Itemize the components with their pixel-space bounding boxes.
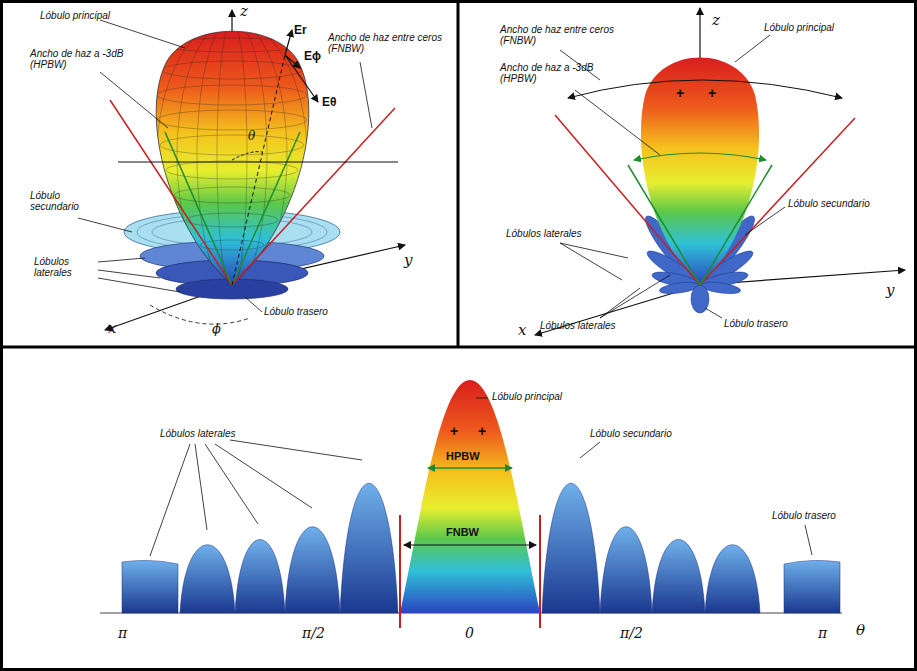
plus-sign: +: [478, 424, 486, 439]
lobe-label: Lóbulo principal: [764, 22, 834, 33]
axis-label: z: [240, 3, 248, 20]
axis-label: y: [404, 252, 412, 269]
beamwidth-label: Ancho de haz entre ceros (FNBW): [500, 24, 620, 46]
lobe-label: Lóbulos laterales: [540, 320, 616, 331]
lobe-label: Lóbulos laterales: [506, 228, 582, 239]
plus-sign: +: [450, 424, 458, 439]
lobe-label: Lóbulo principal: [492, 391, 562, 402]
lobe-label: Lóbulo secundario: [788, 198, 870, 209]
field-label: Eϕ: [304, 50, 321, 63]
tick-label: π/2: [302, 626, 325, 641]
tick-label: π: [818, 626, 827, 641]
field-label: Eθ: [322, 96, 337, 109]
axis-label: y: [886, 282, 894, 299]
plus-sign: +: [676, 86, 684, 101]
axis-label: θ: [856, 622, 865, 639]
angle-label: θ: [248, 130, 255, 143]
beamwidth-label: FNBW: [446, 526, 479, 538]
lobe-label: Lóbulo trasero: [772, 510, 836, 521]
tick-label: π: [118, 626, 127, 641]
beamwidth-label: Ancho de haz a -3dB (HPBW): [30, 48, 130, 70]
beamwidth-label: HPBW: [446, 450, 480, 462]
angle-label: ϕ: [212, 322, 221, 336]
field-label: Er: [294, 24, 307, 37]
lobe-label: Lóbulos laterales: [160, 428, 236, 439]
axis-label: x: [518, 322, 526, 339]
tick-label: 0: [465, 626, 474, 641]
lobe-label: Lóbulos laterales: [34, 256, 96, 278]
beamwidth-label: Ancho de haz entre ceros (FNBW): [328, 32, 446, 54]
tick-label: π/2: [620, 626, 643, 641]
lobe-label: Lóbulo principal: [40, 10, 110, 21]
lobe-label: Lóbulo secundario: [590, 428, 672, 439]
axis-label: z: [712, 12, 720, 29]
lobe-label: Lóbulo trasero: [264, 306, 328, 317]
plus-sign: +: [708, 86, 716, 101]
axis-label: x: [108, 320, 116, 337]
lobe-label: Lóbulo secundario: [30, 190, 90, 212]
lobe-label: Lóbulo trasero: [724, 318, 788, 329]
beamwidth-label: Ancho de haz a -3dB (HPBW): [500, 62, 600, 84]
